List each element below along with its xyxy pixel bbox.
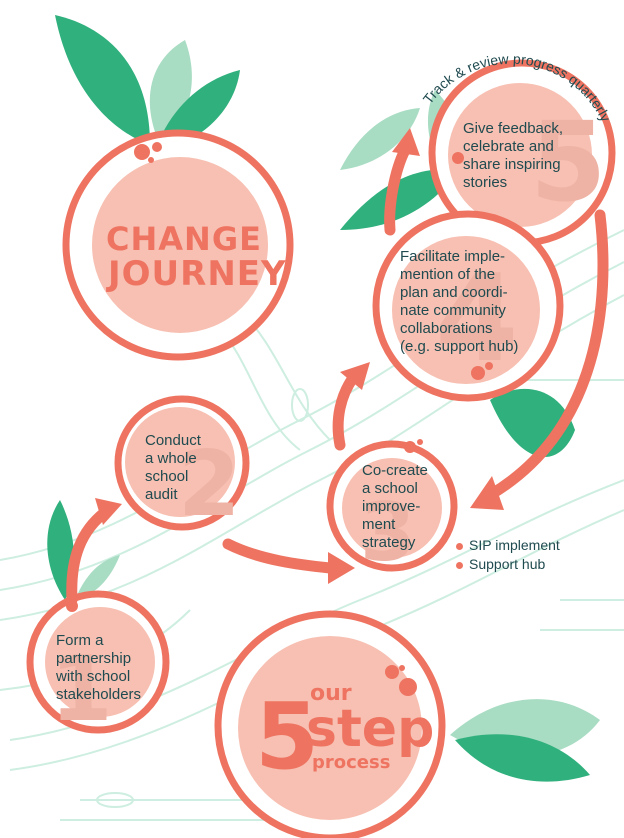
step-5-text: Give feedback, celebrate and share inspi…: [463, 120, 564, 191]
strategy-bullets: SIP implement Support hub: [456, 536, 560, 574]
step-number-1: 1: [50, 637, 113, 742]
step-number-3: 3: [360, 486, 416, 579]
step-5-circle: 5: [428, 59, 616, 247]
badge-digit: 5: [255, 683, 319, 790]
bullet-dot-icon: [456, 561, 463, 569]
step-number-4: 4: [435, 250, 519, 389]
arrowhead-icon: [470, 476, 504, 510]
arrow-step4-to-step5: [384, 144, 411, 236]
leaf-icon: [75, 555, 120, 600]
arrow-step1-to-step2: [66, 504, 114, 606]
leaf-icon: [55, 15, 150, 145]
arrow-step5-to-step3: [484, 209, 609, 501]
step-4-circle: 4: [372, 210, 564, 402]
leaf-icon: [340, 169, 460, 230]
title-line-1: CHANGE: [106, 220, 262, 258]
badge-process: process: [312, 752, 390, 773]
leaf-icon: [455, 734, 590, 782]
step-number-2: 2: [178, 432, 241, 537]
five-step-process-badge: [214, 610, 446, 838]
step-1-text: Form a partnership with school stakehold…: [56, 632, 142, 703]
bullet-item: SIP implement: [456, 536, 560, 555]
badge-step: step: [306, 699, 434, 759]
arrow-step3-to-step4: [332, 369, 361, 451]
step-4-text: Facilitate imple- mention of the plan an…: [400, 248, 519, 355]
title-line-2: JOURNEY: [108, 254, 287, 294]
bullet-item: Support hub: [456, 555, 560, 574]
arrow-step2-to-step3: [222, 538, 336, 574]
arrow-heads: [95, 128, 504, 584]
step-1-circle: 1: [26, 590, 170, 742]
leaf-icon: [340, 108, 420, 170]
leaf-decorations: [47, 15, 600, 782]
arrowhead-icon: [392, 128, 420, 156]
step-3-text: Co-create a school improve- ment strateg…: [362, 462, 428, 551]
arrowhead-icon: [340, 362, 370, 390]
step-number-5: 5: [530, 98, 607, 226]
badge-our: our: [310, 681, 352, 706]
step-2-circle: 2: [114, 395, 250, 537]
step-3-circle: 3: [326, 439, 458, 579]
step-2-text: Conduct a whole school audit: [145, 432, 201, 503]
bullet-dot-icon: [456, 542, 463, 550]
title-circle: [62, 129, 294, 361]
arrowhead-icon: [95, 498, 122, 525]
arrowhead-icon: [328, 552, 355, 584]
